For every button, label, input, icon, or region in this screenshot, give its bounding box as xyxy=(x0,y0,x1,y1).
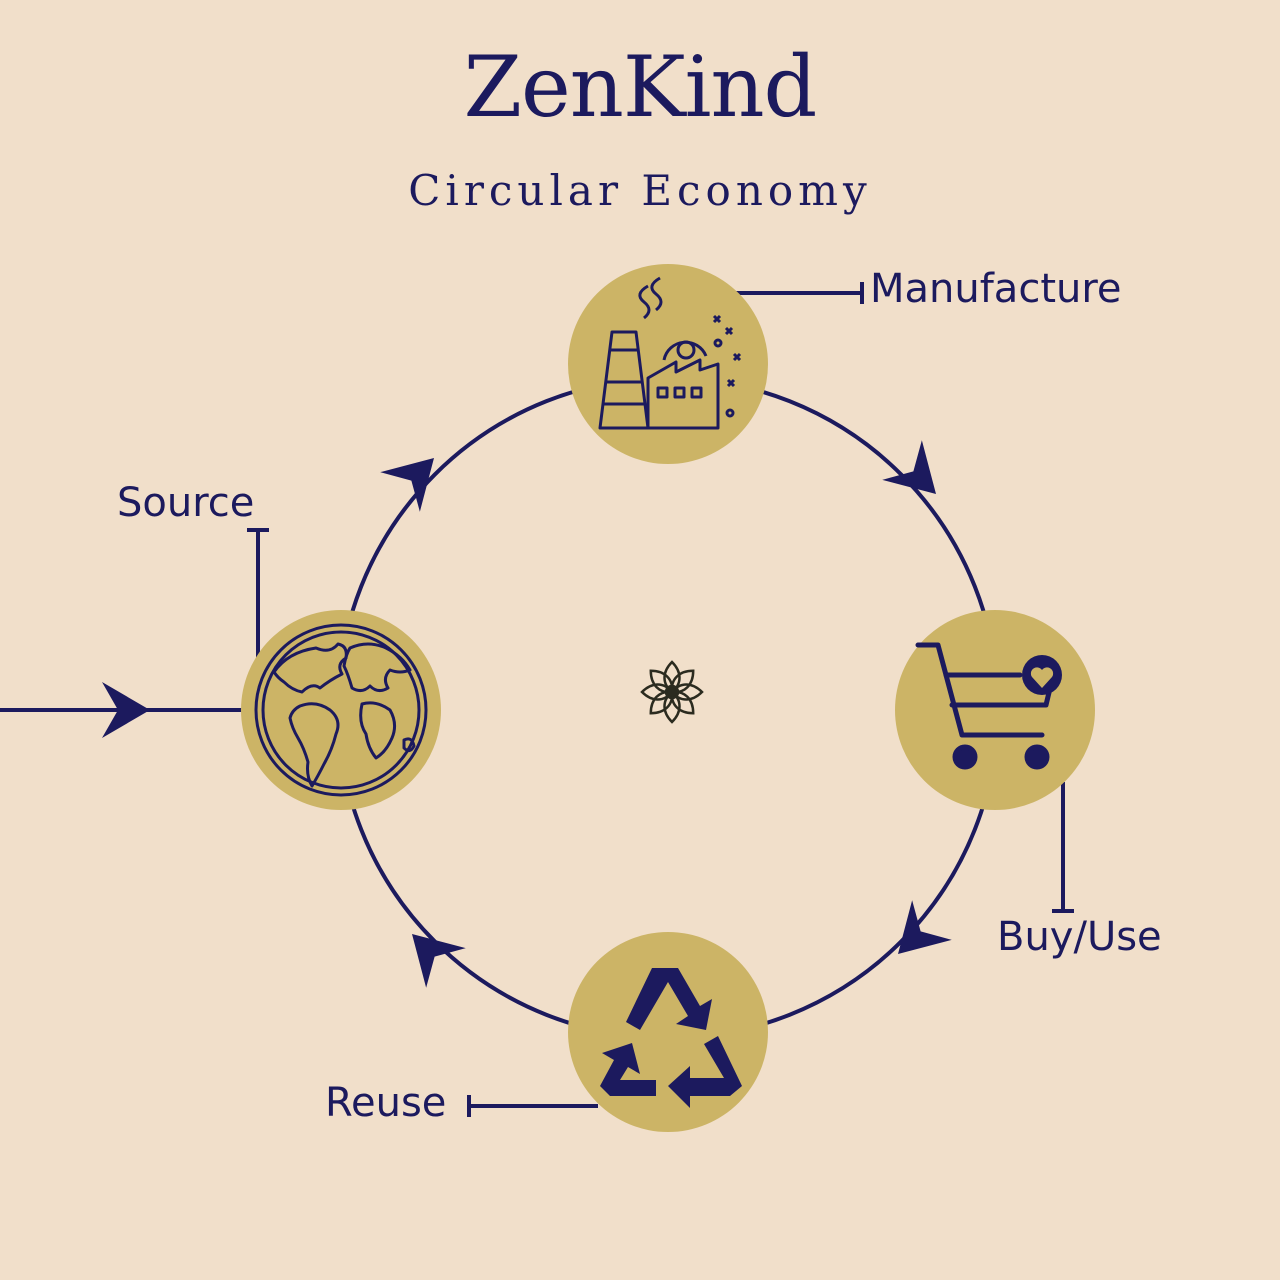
brand-title: ZenKind xyxy=(463,38,818,136)
buy-connector xyxy=(1052,782,1074,913)
lotus-icon xyxy=(640,660,704,724)
factory-icon xyxy=(598,276,742,430)
label-reuse: Reuse xyxy=(325,1080,447,1126)
label-buy-use: Buy/Use xyxy=(997,914,1162,960)
node-buy-use xyxy=(895,610,1095,810)
cycle-arrow-source-to-manufacture xyxy=(380,438,454,512)
node-manufacture xyxy=(568,264,768,464)
globe-icon xyxy=(254,623,428,797)
shopping-cart-heart-icon xyxy=(915,642,1062,770)
node-reuse xyxy=(568,932,768,1132)
manufacture-connector xyxy=(735,282,864,304)
label-manufacture: Manufacture xyxy=(870,266,1122,312)
diagram-subtitle: Circular Economy xyxy=(408,166,872,215)
cycle-arrow-buy-to-reuse xyxy=(878,900,952,974)
cycle-arrow-manufacture-to-buy xyxy=(882,440,956,514)
cycle-arrow-reuse-to-source xyxy=(392,914,466,988)
recycle-icon xyxy=(600,968,742,1108)
label-source: Source xyxy=(117,480,255,526)
node-source xyxy=(241,610,441,810)
reuse-connector xyxy=(467,1095,598,1117)
source-connector xyxy=(247,528,269,660)
